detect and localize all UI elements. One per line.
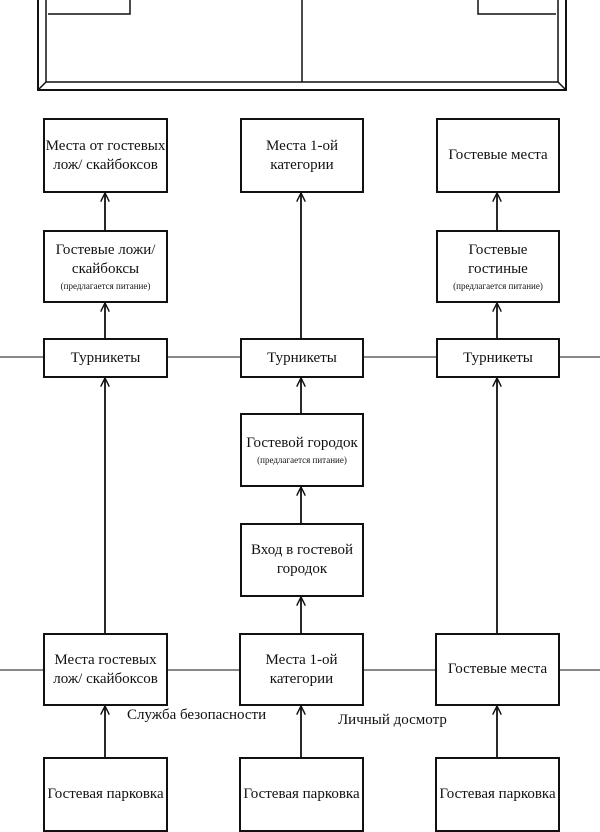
col1-top-box: Места от гостевых лож/ скайбоксов	[43, 118, 168, 193]
col1-lounge-note: (предлагается питание)	[60, 281, 151, 292]
col2-parking-label: Гостевая парковка	[243, 786, 360, 803]
col3-turnstile-box: Турникеты	[436, 338, 560, 378]
col1-parking-box: Гостевая парковка	[43, 757, 168, 832]
col2-top-box: Места 1-ой категории	[240, 118, 364, 193]
col2-entry-box: Места 1-ой категории	[239, 633, 364, 706]
col2-top-label: Места 1-ой категории	[266, 137, 338, 173]
col2-village-entry-box: Вход в гостевой городок	[240, 523, 364, 597]
col2-village-note: (предлагается питание)	[257, 455, 347, 466]
col1-entry-label: Места гостевых лож/ скайбоксов	[53, 651, 158, 687]
col2-parking-box: Гостевая парковка	[239, 757, 364, 832]
col3-lounge-note: (предлагается питание)	[453, 281, 543, 292]
col1-entry-box: Места гостевых лож/ скайбоксов	[43, 633, 168, 706]
col1-turnstile-label: Турникеты	[70, 349, 141, 366]
col1-lounge-label: Гостевые ложи/ скайбоксы	[55, 241, 156, 277]
col3-entry-label: Гостевые места	[447, 661, 548, 678]
col3-lounge-box: Гостевые гостиные (предлагается питание)	[436, 230, 560, 303]
col2-entry-label: Места 1-ой категории	[265, 651, 338, 687]
col3-parking-box: Гостевая парковка	[435, 757, 560, 832]
col2-turnstile-box: Турникеты	[240, 338, 364, 378]
col1-turnstile-box: Турникеты	[43, 338, 168, 378]
col3-top-label: Гостевые места	[448, 147, 548, 164]
col3-parking-label: Гостевая парковка	[439, 786, 556, 803]
col1-lounge-box: Гостевые ложи/ скайбоксы (предлагается п…	[43, 230, 168, 303]
col3-entry-box: Гостевые места	[435, 633, 560, 706]
col2-turnstile-label: Турникеты	[267, 349, 337, 366]
col2-village-box: Гостевой городок (предлагается питание)	[240, 413, 364, 487]
col1-parking-label: Гостевая парковка	[47, 786, 164, 803]
col3-lounge-label: Гостевые гостиные	[468, 241, 528, 277]
col3-top-box: Гостевые места	[436, 118, 560, 193]
col3-turnstile-label: Турникеты	[463, 349, 533, 366]
col2-village-label: Гостевой городок	[246, 434, 358, 451]
security-label: Служба безопасности	[127, 707, 267, 723]
col2-village-entry-label: Вход в гостевой городок	[250, 542, 354, 577]
inspection-label: Личный досмотр	[338, 712, 447, 728]
stadium-frame	[37, 0, 567, 91]
col1-top-label: Места от гостевых лож/ скайбоксов	[45, 137, 166, 173]
